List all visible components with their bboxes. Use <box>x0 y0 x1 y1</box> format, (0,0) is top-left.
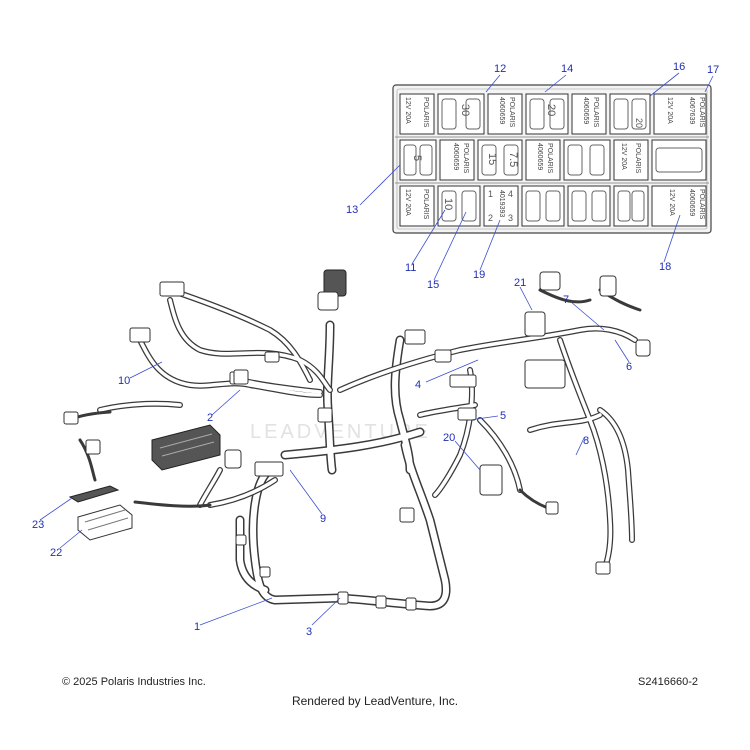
cover-strip-part <box>68 485 120 503</box>
callout-numbers: 1 2 3 4 5 6 7 8 9 10 11 12 13 14 15 16 1… <box>32 61 719 638</box>
callout-23: 23 <box>32 519 44 531</box>
callout-4: 4 <box>415 379 421 391</box>
fuse-label-brand: POLARIS <box>422 97 429 128</box>
fuse-label-part: 4060659 <box>498 97 505 124</box>
control-module-block <box>151 424 221 471</box>
fuse-label-brand: POLARIS <box>508 97 515 128</box>
fuse-label-brand: POLARIS <box>462 143 469 174</box>
callout-13: 13 <box>346 204 358 216</box>
callout-2: 2 <box>207 412 213 424</box>
callout-18: 18 <box>659 261 671 273</box>
wiring-harness <box>63 269 651 611</box>
fuse-label-part: 4060659 <box>688 189 695 216</box>
callout-12: 12 <box>494 63 506 75</box>
callout-9: 9 <box>320 513 326 525</box>
harness-connectors <box>63 269 651 611</box>
relay-housing-part <box>77 504 133 541</box>
callout-5: 5 <box>500 410 506 422</box>
fuse-label-brand: POLARIS <box>546 143 553 174</box>
fuse-row-1: POLARIS 12V 20A 30 POLARIS 4060659 20 PO… <box>399 93 707 135</box>
fuse-number-20: 20 <box>545 104 557 116</box>
fuse-row-3: POLARIS 12V 20A 10 4 1 2 3 4019393 POLAR… <box>399 185 707 227</box>
callout-10: 10 <box>118 375 130 387</box>
callout-15: 15 <box>427 279 439 291</box>
fuse-number-20-large: 20 <box>634 118 644 128</box>
callout-8: 8 <box>583 435 589 447</box>
fuse-number-15: 15 <box>486 153 498 165</box>
callout-17: 17 <box>707 64 719 76</box>
relay-part-number: 4019393 <box>498 190 505 217</box>
callout-20: 20 <box>443 432 455 444</box>
fuse-number-3: 3 <box>508 213 513 223</box>
fuse-label-brand: POLARIS <box>698 189 705 220</box>
rendered-by-text: Rendered by LeadVenture, Inc. <box>291 694 459 708</box>
callout-3: 3 <box>306 626 312 638</box>
fuse-row-2: 5 POLARIS 4060659 15 7.5 POLARIS 4060659… <box>399 139 707 181</box>
callout-6: 6 <box>626 361 632 373</box>
callout-11: 11 <box>405 262 416 274</box>
callout-16: 16 <box>673 61 685 73</box>
fuse-number-7-5: 7.5 <box>507 152 519 167</box>
fuse-label-brand: POLARIS <box>422 189 429 220</box>
diagram-code: S2416660-2 <box>638 676 698 688</box>
fuse-label-rating: 12V 20A <box>620 143 627 170</box>
callout-14: 14 <box>561 63 573 75</box>
callout-1: 1 <box>194 621 200 633</box>
fuse-box-inset: POLARIS 12V 20A 30 POLARIS 4060659 20 PO… <box>392 84 712 234</box>
callout-22: 22 <box>50 547 62 559</box>
fuse-label-brand: POLARIS <box>698 97 705 128</box>
leader-lines <box>39 72 714 626</box>
fuse-number-4: 4 <box>508 189 513 199</box>
fuse-label-rating: 12V 20A <box>666 97 673 124</box>
fuse-number-2: 2 <box>488 213 493 223</box>
fuse-number-5: 5 <box>411 155 423 161</box>
fuse-label-part: 4060659 <box>452 143 459 170</box>
fuse-number-10: 10 <box>442 198 454 210</box>
fuse-label-part: 4060659 <box>536 143 543 170</box>
callout-7: 7 <box>563 294 569 306</box>
fuse-number-1: 1 <box>488 189 493 199</box>
callout-21: 21 <box>514 277 526 289</box>
fuse-number-30: 30 <box>459 104 471 116</box>
fuse-label-brand: POLARIS <box>634 143 641 174</box>
fuse-label-rating: 12V 20A <box>404 189 411 216</box>
fuse-label-brand: POLARIS <box>592 97 599 128</box>
callout-19: 19 <box>473 269 485 281</box>
copyright-text: © 2025 Polaris Industries Inc. <box>62 676 206 688</box>
fuse-label-rating: 12V 20A <box>668 189 675 216</box>
fuse-label-part: 406?639 <box>688 97 695 124</box>
fuse-label-rating: 12V 20A <box>404 97 411 124</box>
fuse-label-part: 4060659 <box>582 97 589 124</box>
